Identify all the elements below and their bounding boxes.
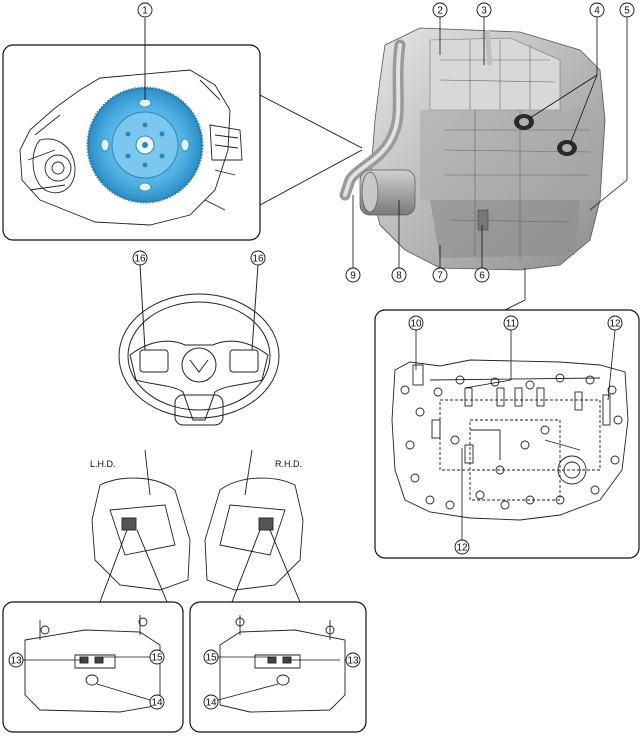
callout-13-right: 13 bbox=[345, 652, 361, 668]
svg-text:8: 8 bbox=[396, 271, 402, 282]
svg-text:1: 1 bbox=[142, 6, 148, 17]
callout-15-right: 15 bbox=[203, 649, 219, 665]
svg-text:5: 5 bbox=[624, 6, 630, 17]
main-leader-lines bbox=[352, 12, 628, 300]
callout-10: 10 bbox=[408, 315, 424, 331]
callout-16-left: 16 bbox=[132, 250, 148, 266]
callout-2: 2 bbox=[432, 2, 448, 18]
callout-6: 6 bbox=[474, 267, 490, 283]
svg-text:16: 16 bbox=[252, 254, 264, 265]
svg-text:6: 6 bbox=[479, 271, 485, 282]
callout-3: 3 bbox=[476, 2, 492, 18]
callout-8: 8 bbox=[391, 267, 407, 283]
rhd-switch-inset bbox=[189, 601, 367, 733]
valve-body-inset bbox=[374, 299, 640, 559]
svg-text:12: 12 bbox=[609, 319, 621, 330]
callout-1: 1 bbox=[137, 2, 153, 18]
svg-text:7: 7 bbox=[437, 271, 443, 282]
converter-inset bbox=[2, 18, 261, 241]
svg-text:14: 14 bbox=[151, 698, 163, 709]
converter-housing-drawing bbox=[19, 69, 243, 226]
svg-text:16: 16 bbox=[134, 254, 146, 265]
drive-plate-drawing bbox=[86, 86, 204, 204]
svg-text:9: 9 bbox=[350, 271, 356, 282]
callout-14-left: 14 bbox=[149, 694, 165, 710]
shifter-drawing bbox=[91, 449, 304, 591]
rhd-label: R.H.D. bbox=[275, 459, 302, 469]
svg-text:10: 10 bbox=[410, 319, 422, 330]
callout-12-top: 12 bbox=[607, 315, 623, 331]
callout-13-left: 13 bbox=[8, 652, 24, 668]
transmission-body bbox=[339, 27, 606, 271]
callout-5: 5 bbox=[619, 2, 635, 18]
callout-12-bottom: 12 bbox=[454, 539, 470, 555]
callout-4: 4 bbox=[589, 2, 605, 18]
svg-text:14: 14 bbox=[205, 698, 217, 709]
svg-text:3: 3 bbox=[481, 6, 487, 17]
callout-7: 7 bbox=[432, 267, 448, 283]
callout-11: 11 bbox=[503, 315, 519, 331]
svg-text:13: 13 bbox=[10, 656, 22, 667]
lhd-label: L.H.D. bbox=[90, 459, 116, 469]
svg-text:4: 4 bbox=[594, 6, 600, 17]
svg-text:11: 11 bbox=[506, 319, 517, 330]
callout-16-right: 16 bbox=[250, 250, 266, 266]
svg-text:2: 2 bbox=[437, 6, 443, 17]
callout-14-right: 14 bbox=[203, 694, 219, 710]
lhd-switch-inset bbox=[2, 601, 184, 733]
callout-15-left: 15 bbox=[149, 649, 165, 665]
steering-wheel-drawing bbox=[118, 264, 280, 426]
svg-text:15: 15 bbox=[205, 653, 217, 664]
svg-text:15: 15 bbox=[151, 653, 163, 664]
svg-text:12: 12 bbox=[456, 543, 468, 554]
valve-body-drawing bbox=[391, 359, 629, 521]
svg-text:13: 13 bbox=[347, 656, 359, 667]
callout-9: 9 bbox=[345, 267, 361, 283]
